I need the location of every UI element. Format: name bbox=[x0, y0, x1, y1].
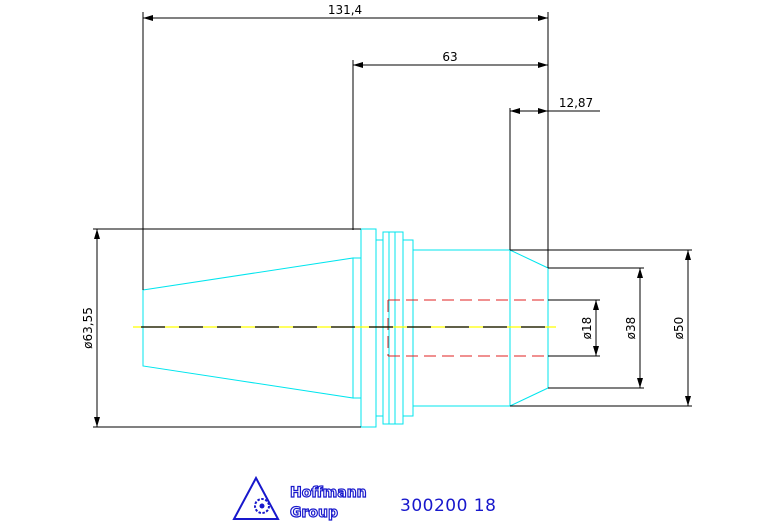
part-outline bbox=[142, 228, 549, 428]
dimension-lines bbox=[93, 12, 692, 428]
part-number: 300200 18 bbox=[400, 496, 497, 516]
flange-rim bbox=[360, 228, 377, 428]
dim-inner-diameter: ø38 bbox=[624, 317, 638, 340]
dim-flange-diameter: ø63,55 bbox=[81, 307, 95, 349]
dim-shank-length: 63 bbox=[442, 50, 457, 64]
arrowheads bbox=[94, 15, 691, 427]
taper-cone bbox=[142, 257, 354, 399]
dim-outer-diameter: ø50 bbox=[672, 317, 686, 340]
logo-line2: Group bbox=[290, 505, 338, 521]
nose-body bbox=[412, 249, 549, 407]
dim-total-length: 131,4 bbox=[328, 3, 362, 17]
logo-triangle-icon bbox=[232, 475, 280, 520]
flange-front bbox=[388, 231, 404, 425]
groove-left bbox=[375, 239, 384, 417]
flange-step bbox=[402, 239, 414, 417]
dim-bore-diameter: ø18 bbox=[580, 317, 594, 340]
logo-line1: Hoffmann bbox=[290, 485, 367, 501]
flange-body bbox=[352, 257, 362, 399]
dim-bore-depth: 12,87 bbox=[559, 96, 593, 110]
hoffmann-logo: Hoffmann Group bbox=[232, 475, 367, 522]
logo-gear-icon bbox=[254, 498, 270, 514]
hidden-bore bbox=[387, 299, 548, 357]
